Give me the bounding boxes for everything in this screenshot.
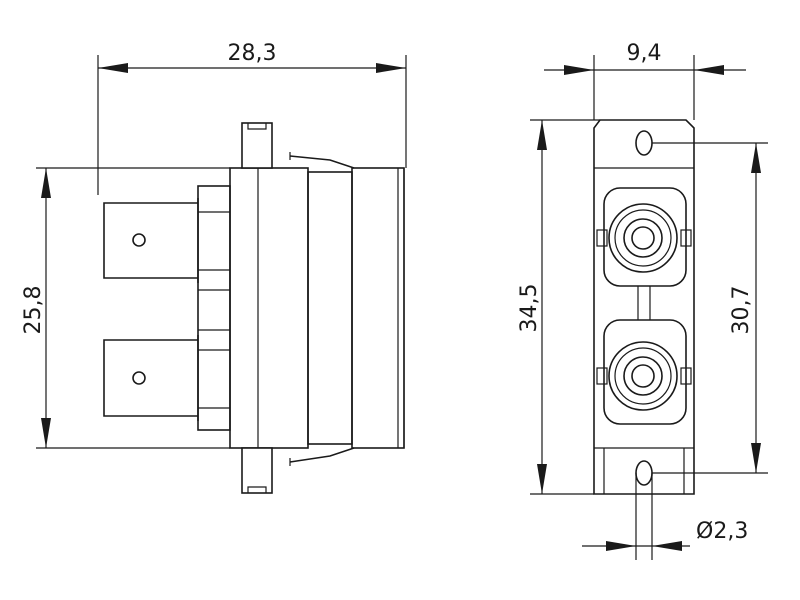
latch-spring-bottom xyxy=(289,447,355,466)
latch-spring-top xyxy=(289,152,355,169)
housing xyxy=(229,167,405,449)
front-body-outline xyxy=(593,119,695,495)
terminal-hole xyxy=(132,371,146,385)
dimension-front-width: 9,4 xyxy=(544,41,746,120)
dim-label-side-height: 25,8 xyxy=(21,286,46,335)
dimension-hole-diameter: Ø2,3 xyxy=(582,473,748,560)
bottom-flange xyxy=(241,447,273,494)
dim-label-front-height: 34,5 xyxy=(517,284,542,333)
diameter-symbol: Ø xyxy=(696,519,713,544)
top-flange xyxy=(241,122,273,169)
dimension-front-height: 34,5 xyxy=(517,119,600,495)
side-view xyxy=(103,122,405,494)
mounting-hole-bottom xyxy=(635,460,653,486)
terminal-hole xyxy=(132,233,146,247)
fuse-contact-upper xyxy=(596,187,692,287)
dim-label-hole-diameter: Ø2,3 xyxy=(696,519,748,544)
terminal-base xyxy=(197,185,231,431)
dimension-side-width: 28,3 xyxy=(97,41,407,195)
diameter-value: 2,3 xyxy=(713,519,748,544)
upper-blade-terminal xyxy=(103,198,199,283)
dimension-side-height: 25,8 xyxy=(21,167,230,449)
dim-label-front-width: 9,4 xyxy=(627,41,662,66)
front-view xyxy=(593,119,695,495)
fuse-contact-lower xyxy=(596,319,692,425)
dimension-hole-spacing: 30,7 xyxy=(652,142,768,474)
mounting-hole-top xyxy=(635,130,653,156)
contact-bridge xyxy=(637,286,651,320)
dim-label-side-width: 28,3 xyxy=(228,41,277,66)
lower-blade-terminal xyxy=(103,335,199,421)
dim-label-hole-spacing: 30,7 xyxy=(729,286,754,335)
